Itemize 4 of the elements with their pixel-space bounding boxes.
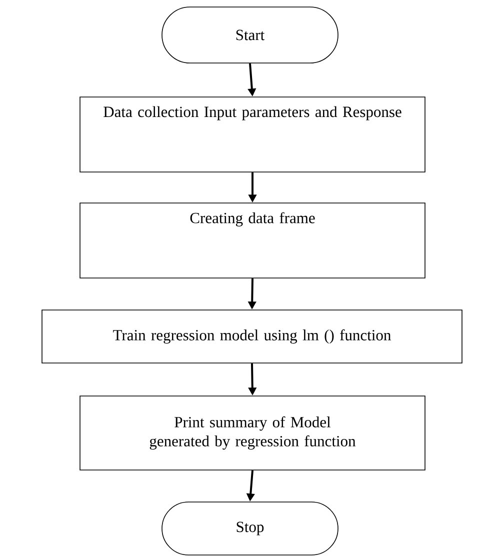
process-box: Train regression model using lm () function <box>42 310 462 364</box>
process-box: Creating data frame <box>80 202 426 278</box>
process-box: Data collection Input parameters and Response <box>80 96 426 172</box>
process-box: Print summary of Model generated by regression function <box>80 396 426 470</box>
